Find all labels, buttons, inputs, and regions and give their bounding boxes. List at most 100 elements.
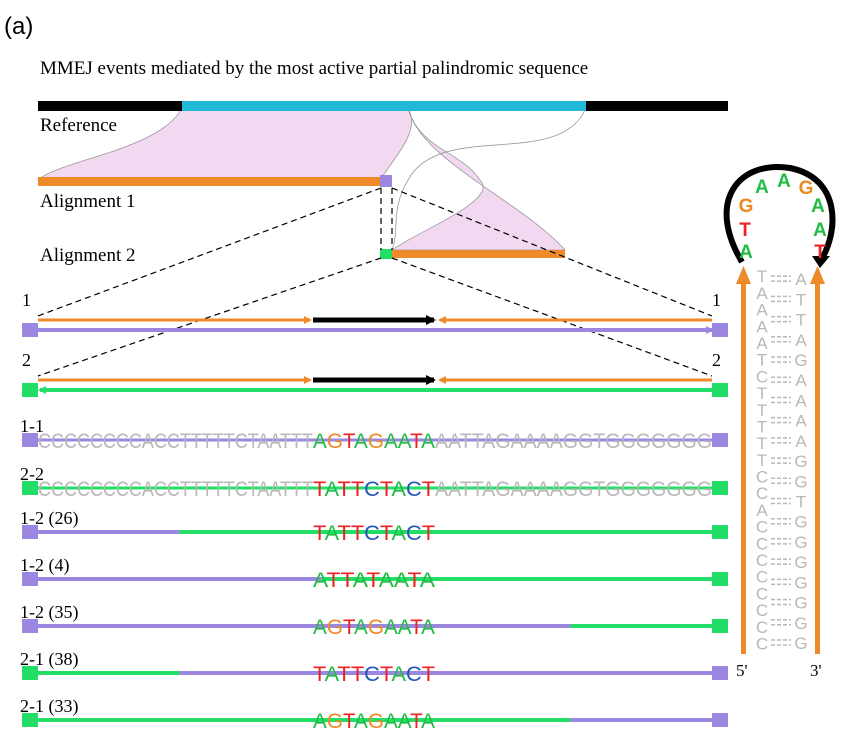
hairpin-loop-base: T <box>814 242 826 263</box>
hairpin-left-base: C <box>756 618 768 637</box>
region2-right-label: 2 <box>712 350 721 370</box>
region2-left-label: 2 <box>22 350 31 370</box>
zoom-lines <box>37 187 713 377</box>
five-prime-label: 5' <box>736 661 748 680</box>
hairpin-right-base: G <box>794 594 807 613</box>
hairpin-left-base: C <box>756 568 768 587</box>
hairpin-left-base: A <box>756 284 768 303</box>
junction-label: 1-2 (35) <box>20 602 78 623</box>
panel-label: (a) <box>4 13 33 40</box>
hairpin-left-base: A <box>756 334 768 353</box>
hairpin-loop-base: A <box>739 242 753 263</box>
hairpin-right-base: G <box>794 472 807 491</box>
junction-end-right <box>712 713 728 727</box>
hairpin-right-base: A <box>795 412 807 431</box>
hairpin-left-arrowhead <box>736 266 751 284</box>
figure-title: MMEJ events mediated by the most active … <box>40 58 588 79</box>
region1-right-label: 1 <box>712 290 721 310</box>
junction-label: 1-2 (26) <box>20 508 78 529</box>
junction-label: 2-1 (38) <box>20 649 78 670</box>
hairpin-left-base: C <box>756 584 768 603</box>
hairpin-right-base: A <box>795 391 807 410</box>
hairpin-loop-arrowhead <box>812 256 830 268</box>
hairpin-left-base: T <box>757 434 767 453</box>
hairpin-loop-base: T <box>739 220 751 241</box>
region1-left-label: 1 <box>22 290 31 310</box>
hairpin-right-base: A <box>795 331 807 350</box>
junction-end-right <box>712 525 728 539</box>
junction-label: 1-2 (4) <box>20 555 69 576</box>
hairpin-right-strand <box>815 282 820 654</box>
hairpin-right-base: G <box>794 614 807 633</box>
row-end-right <box>712 433 728 447</box>
hairpin-left-base: C <box>756 484 768 503</box>
hairpin-right-base: G <box>794 533 807 552</box>
region2-end-left <box>22 383 38 397</box>
junction-end-right <box>712 572 728 586</box>
row-end-left <box>22 433 38 447</box>
junction-core: AGTAGAATA <box>313 616 435 639</box>
junction-end-left <box>22 619 38 633</box>
junction-core: AGTAGAATA <box>313 710 435 733</box>
alignment1-bar <box>38 177 380 186</box>
hairpin-right-base: G <box>794 452 807 471</box>
alignment2-end <box>380 249 392 259</box>
hairpin-loop-arc <box>723 164 836 264</box>
three-prime-label: 3' <box>810 661 822 680</box>
hairpin-right-base: T <box>796 492 806 511</box>
junction-end-left <box>22 666 38 680</box>
junction-end-left <box>22 713 38 727</box>
hairpin-left-base: C <box>756 367 768 386</box>
junction-label: 2-1 (33) <box>20 696 78 717</box>
junction-core: ATTATAATA <box>313 569 435 592</box>
hairpin-loop-base: A <box>813 220 827 241</box>
alignment1-end <box>380 175 392 187</box>
hairpin-right-base: G <box>794 351 807 370</box>
hairpin-left-base: A <box>756 501 768 520</box>
hairpin-left-base: T <box>757 401 767 420</box>
hairpin-left-base: T <box>757 451 767 470</box>
region2-end-right <box>712 383 728 397</box>
hairpin-right-base: G <box>794 513 807 532</box>
alignment-ribbon-2 <box>390 107 566 251</box>
hairpin-left-base: C <box>756 634 768 653</box>
row-label: 2-2 <box>20 464 44 484</box>
hairpin-right-base: G <box>794 573 807 592</box>
hairpin-left-base: C <box>756 518 768 537</box>
junction-end-left <box>22 525 38 539</box>
junction-end-right <box>712 666 728 680</box>
hairpin-loop-base: A <box>755 177 769 198</box>
hairpin-left-base: T <box>757 351 767 370</box>
hairpin-right-base: G <box>794 553 807 572</box>
alignment2-bar <box>392 250 565 258</box>
junction-core: TATTCTACT <box>313 663 435 686</box>
hairpin-left-strand <box>741 282 746 654</box>
hairpin-left-base: C <box>756 551 768 570</box>
hairpin-left-base: T <box>757 267 767 286</box>
row-core: TATTCTACT <box>313 478 435 501</box>
hairpin-right-base: T <box>796 311 806 330</box>
hairpin-left-base: C <box>756 534 768 553</box>
reference-bar-cyan <box>182 101 586 111</box>
hairpin-right-base: A <box>795 432 807 451</box>
junction-end-left <box>22 572 38 586</box>
hairpin-left-base: A <box>756 317 768 336</box>
reference-bar-left <box>38 101 182 111</box>
hairpin-loop-base: G <box>799 178 814 199</box>
row-core: AGTAGAATA <box>313 430 435 453</box>
hairpin-left-base: T <box>757 384 767 403</box>
hairpin-right-base: G <box>794 634 807 653</box>
reference-bar-right <box>586 101 728 111</box>
row-flank-right: AATTAGAAAAGGTGGGGGGG <box>435 430 712 453</box>
row-end-left <box>22 481 38 495</box>
hairpin-left-base: C <box>756 601 768 620</box>
row-sequence: CCCCCCCCACCTTTTTCTAATTT <box>38 430 313 453</box>
row-label: 1-1 <box>20 416 44 436</box>
row-end-right <box>712 481 728 495</box>
row-flank-right: AATTAGAAAAGGTGGGGGGG <box>435 478 712 501</box>
hairpin-right-base: A <box>795 371 807 390</box>
hairpin-loop-base: A <box>811 196 825 217</box>
junction-end-right <box>712 619 728 633</box>
